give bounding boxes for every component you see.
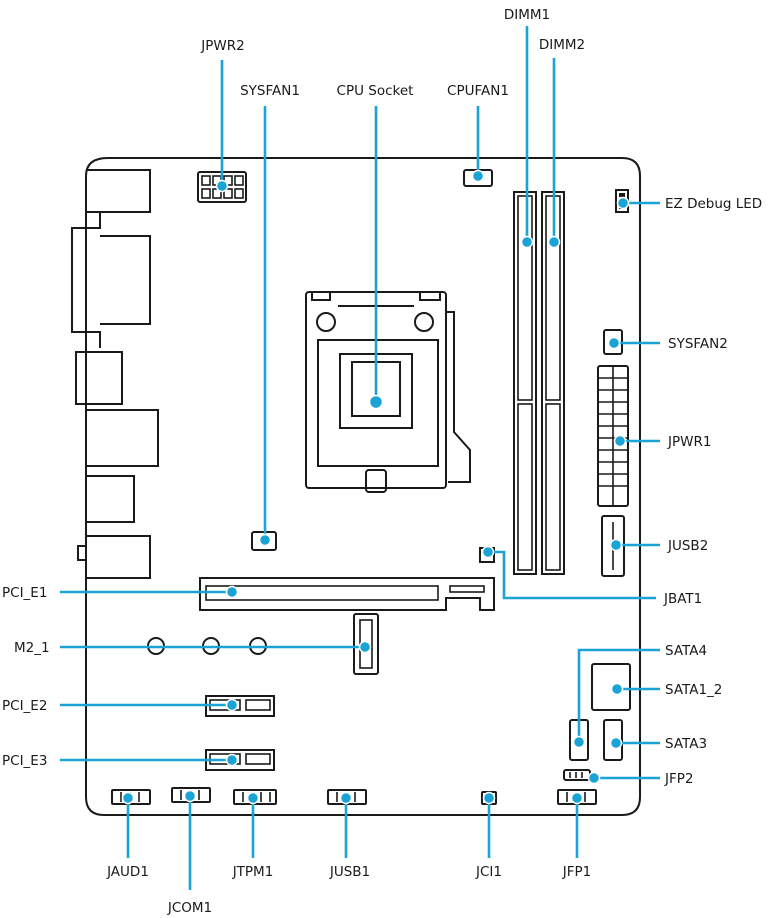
cpu-socket: [305, 291, 471, 493]
label-jfp2: JFP2: [664, 771, 693, 787]
label-jpwr2: JPWR2: [200, 38, 244, 54]
label-jusb1: JUSB1: [329, 864, 370, 880]
label-jusb2: JUSB2: [667, 538, 708, 554]
jpwr1-connector: [597, 365, 629, 507]
label-jci1: JCI1: [475, 864, 502, 880]
label-jaud1: JAUD1: [106, 864, 149, 880]
label-jfp1: JFP1: [562, 864, 591, 880]
label-sysfan1: SYSFAN1: [240, 83, 300, 99]
component-labels: DIMM1 DIMM2 JPWR2 SYSFAN1 CPU Socket CPU…: [2, 7, 762, 916]
dimm1-slot: [513, 191, 537, 575]
label-ez-debug-led: EZ Debug LED: [665, 196, 762, 212]
label-cpu-socket: CPU Socket: [337, 83, 414, 99]
label-jtpm1: JTPM1: [232, 864, 274, 880]
leader-sata4: [577, 648, 660, 742]
callout-lines: [60, 26, 660, 890]
board-outline: [85, 157, 641, 816]
jfp2-header: [563, 769, 591, 781]
label-jbat1: JBAT1: [663, 591, 702, 607]
dimm2-slot: [541, 191, 565, 575]
label-pci-e2: PCI_E2: [2, 698, 47, 714]
label-pci-e1: PCI_E1: [2, 585, 47, 601]
label-sata3: SATA3: [665, 736, 707, 752]
label-dimm2: DIMM2: [539, 37, 585, 53]
leader-jbat1: [488, 550, 656, 600]
sata1-2-port: [591, 663, 631, 711]
label-sysfan2: SYSFAN2: [668, 336, 728, 352]
label-dimm1: DIMM1: [504, 7, 550, 23]
label-jpwr1: JPWR1: [667, 434, 711, 450]
label-sata1-2: SATA1_2: [665, 682, 722, 698]
label-pci-e3: PCI_E3: [2, 753, 47, 769]
label-cpufan1: CPUFAN1: [447, 83, 509, 99]
pci-e1-slot: [199, 577, 495, 611]
label-sata4: SATA4: [665, 643, 707, 659]
rear-io-ports: [71, 169, 159, 579]
sata3-port: [603, 719, 623, 761]
label-jcom1: JCOM1: [167, 900, 212, 916]
label-m2-1: M2_1: [14, 640, 50, 656]
